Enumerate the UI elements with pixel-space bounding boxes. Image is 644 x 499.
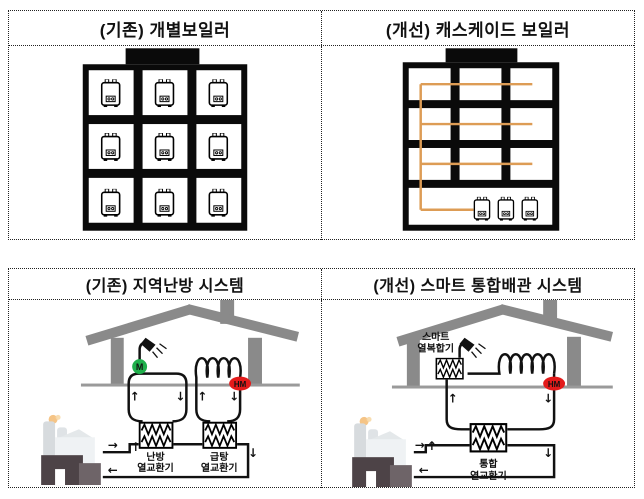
boiler-table-header-row: (기존) 개별보일러 (개선) 캐스케이드 보일러 — [9, 11, 634, 46]
header-existing-individual-boiler: (기존) 개별보일러 — [9, 11, 322, 45]
supply-pipe — [102, 442, 139, 454]
roof-right-slope — [186, 304, 300, 342]
boiler-icon — [208, 133, 229, 161]
piping-table-body-row: M HM 난방 열교환기 급탕 열교환기 — [9, 300, 634, 488]
pillar — [406, 338, 420, 387]
return-pipe — [413, 443, 556, 479]
shower-icon — [138, 337, 167, 360]
house-roof — [396, 304, 613, 347]
heat-meter-badge: HM — [229, 376, 252, 391]
boiler-icon — [521, 196, 539, 221]
heat-meter-label: HM — [548, 380, 561, 389]
roof-right-slope — [499, 304, 613, 342]
hotwater-hx-label-line2: 열교환기 — [201, 461, 238, 474]
meter-label: M — [136, 362, 143, 372]
piping-comparison-table: (기존) 지역난방 시스템 (개선) 스마트 통합배관 시스템 — [8, 268, 635, 488]
roof-left-slope — [85, 304, 193, 346]
boiler-icon — [154, 133, 175, 161]
roof-left-slope — [396, 304, 506, 347]
secondary-loop-pipes — [445, 353, 556, 431]
smart-unit-label-line2: 열복합기 — [417, 342, 454, 355]
flow-arrow-up: ↑ — [427, 439, 437, 453]
heating-hx-label-line2: 열교환기 — [137, 461, 174, 474]
riser-pipe — [419, 82, 533, 212]
district-plant-icon — [352, 416, 412, 488]
floor-line — [391, 385, 613, 389]
heating-hx-label-line1: 난방 — [146, 450, 164, 463]
flow-arrow-left: ← — [108, 463, 118, 477]
shower-icon — [458, 337, 486, 359]
cascade-boiler-diagram — [402, 48, 560, 231]
loop-down-right-pipe — [507, 373, 556, 431]
piping-table-header-row: (기존) 지역난방 시스템 (개선) 스마트 통합배관 시스템 — [9, 269, 634, 300]
flow-arrow-left: ← — [419, 463, 429, 477]
flow-arrow-up: ↑ — [130, 389, 140, 403]
individual-boiler-diagram — [82, 48, 248, 231]
supply-pipe — [413, 443, 470, 454]
radiator-coil — [467, 353, 556, 375]
smart-unit-label-line1: 스마트 — [422, 330, 449, 343]
house-pillars — [110, 337, 262, 385]
pillar — [567, 336, 581, 387]
flow-arrow-down: ↓ — [248, 446, 258, 460]
rooftop-structure — [445, 48, 518, 63]
flow-arrow-down: ↓ — [229, 389, 239, 403]
flow-arrow-down: ↓ — [543, 391, 553, 405]
boiler-icon — [473, 196, 491, 221]
flow-arrow-up: ↑ — [448, 391, 458, 405]
boiler-icon — [497, 196, 515, 221]
rooftop-structure — [125, 48, 200, 65]
flow-arrow-right: → — [108, 438, 118, 452]
individual-boiler-diagram-cell — [9, 46, 322, 240]
flow-arrow-down: ↓ — [175, 389, 185, 403]
integrated-hx-label-line2: 열교환기 — [470, 469, 507, 482]
house-pillars — [406, 336, 581, 387]
district-heating-diagram-cell: M HM 난방 열교환기 급탕 열교환기 — [9, 300, 322, 488]
hotwater-heat-exchanger-icon — [202, 421, 238, 449]
heat-meter-badge: HM — [543, 376, 566, 391]
return-pipe — [102, 442, 250, 479]
floor-line — [80, 383, 300, 387]
heating-loop-pipe — [127, 372, 188, 423]
boiler-icon — [100, 188, 121, 217]
pillar — [110, 337, 124, 385]
boiler-icon — [154, 79, 175, 108]
boiler-icon — [208, 188, 229, 217]
smart-heat-unit-icon — [435, 357, 464, 380]
district-plant-icon — [41, 414, 101, 486]
header-improved-cascade-boiler: (개선) 캐스케이드 보일러 — [385, 20, 571, 40]
meter-badge: M — [132, 359, 148, 375]
district-heating-diagram: M HM 난방 열교환기 급탕 열교환기 — [41, 300, 300, 486]
flow-arrow-up: ↑ — [131, 440, 141, 454]
header-improved-smart-piping: (개선) 스마트 통합배관 시스템 — [373, 278, 583, 295]
hotwater-hx-label-line1: 급탕 — [210, 450, 228, 463]
integrated-hx-label-line1: 통합 — [479, 457, 497, 470]
primary-loop-pipes — [413, 443, 556, 479]
cascade-boiler-diagram-cell — [322, 46, 634, 240]
flow-arrow-right: → — [415, 438, 425, 452]
loop-down-left-pipe — [445, 379, 470, 431]
primary-loop-pipes — [102, 442, 250, 479]
pillar — [248, 337, 262, 385]
boiler-table-body-row — [9, 46, 634, 240]
integrated-heat-exchanger-icon — [469, 422, 508, 453]
smart-piping-diagram: 스마트 열복합기 HM 통합 열교환기 ↑ ↓ — [352, 300, 613, 488]
flow-arrow-up: ↑ — [197, 389, 207, 403]
cascade-boilers — [473, 196, 539, 221]
boiler-icon — [208, 79, 229, 108]
heating-heat-exchanger-icon — [138, 421, 174, 449]
house-roof — [85, 304, 300, 346]
boiler-icon — [100, 133, 121, 161]
header-existing-district-heating: (기존) 지역난방 시스템 — [9, 269, 322, 299]
smart-piping-diagram-cell: 스마트 열복합기 HM 통합 열교환기 ↑ ↓ — [322, 300, 634, 488]
flow-arrow-down: ↓ — [543, 446, 553, 460]
boiler-comparison-table: (기존) 개별보일러 (개선) 캐스케이드 보일러 — [8, 10, 635, 240]
boiler-icon — [100, 79, 121, 108]
heat-meter-label: HM — [234, 380, 247, 389]
boiler-icon — [154, 188, 175, 217]
